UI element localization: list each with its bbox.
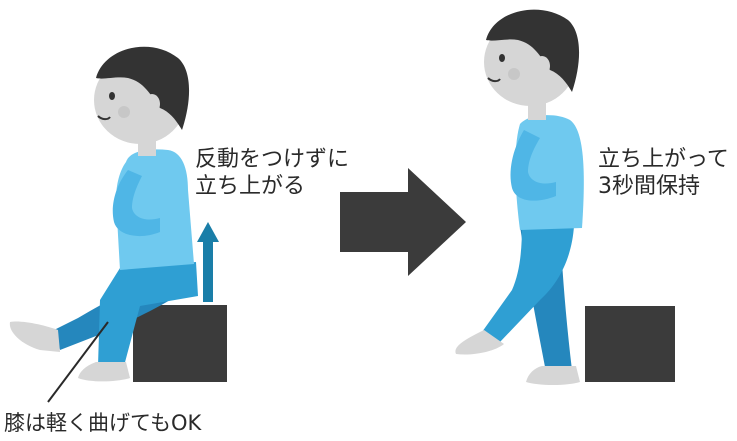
pointer-line-icon	[47, 321, 109, 403]
sitting-front-leg	[98, 262, 198, 366]
sitting-front-foot	[78, 362, 130, 382]
up-arrow-icon	[197, 222, 219, 302]
standing-front-leg	[482, 224, 574, 342]
sitting-box	[133, 305, 227, 382]
standing-figure	[455, 9, 675, 385]
sitting-back-foot	[9, 321, 60, 352]
sitting-arm	[112, 170, 160, 237]
sitting-eye	[109, 92, 115, 100]
sitting-mouth	[97, 115, 111, 121]
sitting-ear	[144, 94, 160, 114]
standing-instruction: 立ち上がって 3秒間保持	[598, 146, 729, 200]
sitting-cheek	[118, 106, 130, 118]
standing-back-foot	[526, 366, 580, 385]
sitting-figure	[9, 46, 227, 382]
standing-ear	[534, 56, 550, 76]
standing-front-foot	[455, 330, 504, 355]
standing-mouth	[487, 77, 501, 83]
knee-note: 膝は軽く曲げてもOK	[4, 411, 202, 435]
standing-instruction-line2: 3秒間保持	[598, 174, 700, 199]
sitting-instruction-line1: 反動をつけずに	[195, 147, 350, 172]
standing-hair	[486, 9, 580, 92]
sitting-instruction: 反動をつけずに 立ち上がる	[195, 146, 349, 200]
right-arrow-icon	[340, 168, 466, 276]
standing-eye	[499, 54, 505, 62]
sitting-instruction-line2: 立ち上がる	[195, 174, 306, 199]
standing-cheek	[508, 68, 520, 80]
standing-instruction-line1: 立ち上がって	[598, 147, 729, 172]
sitting-hair	[96, 46, 190, 130]
standing-arm	[510, 130, 556, 201]
standing-box	[585, 306, 675, 382]
